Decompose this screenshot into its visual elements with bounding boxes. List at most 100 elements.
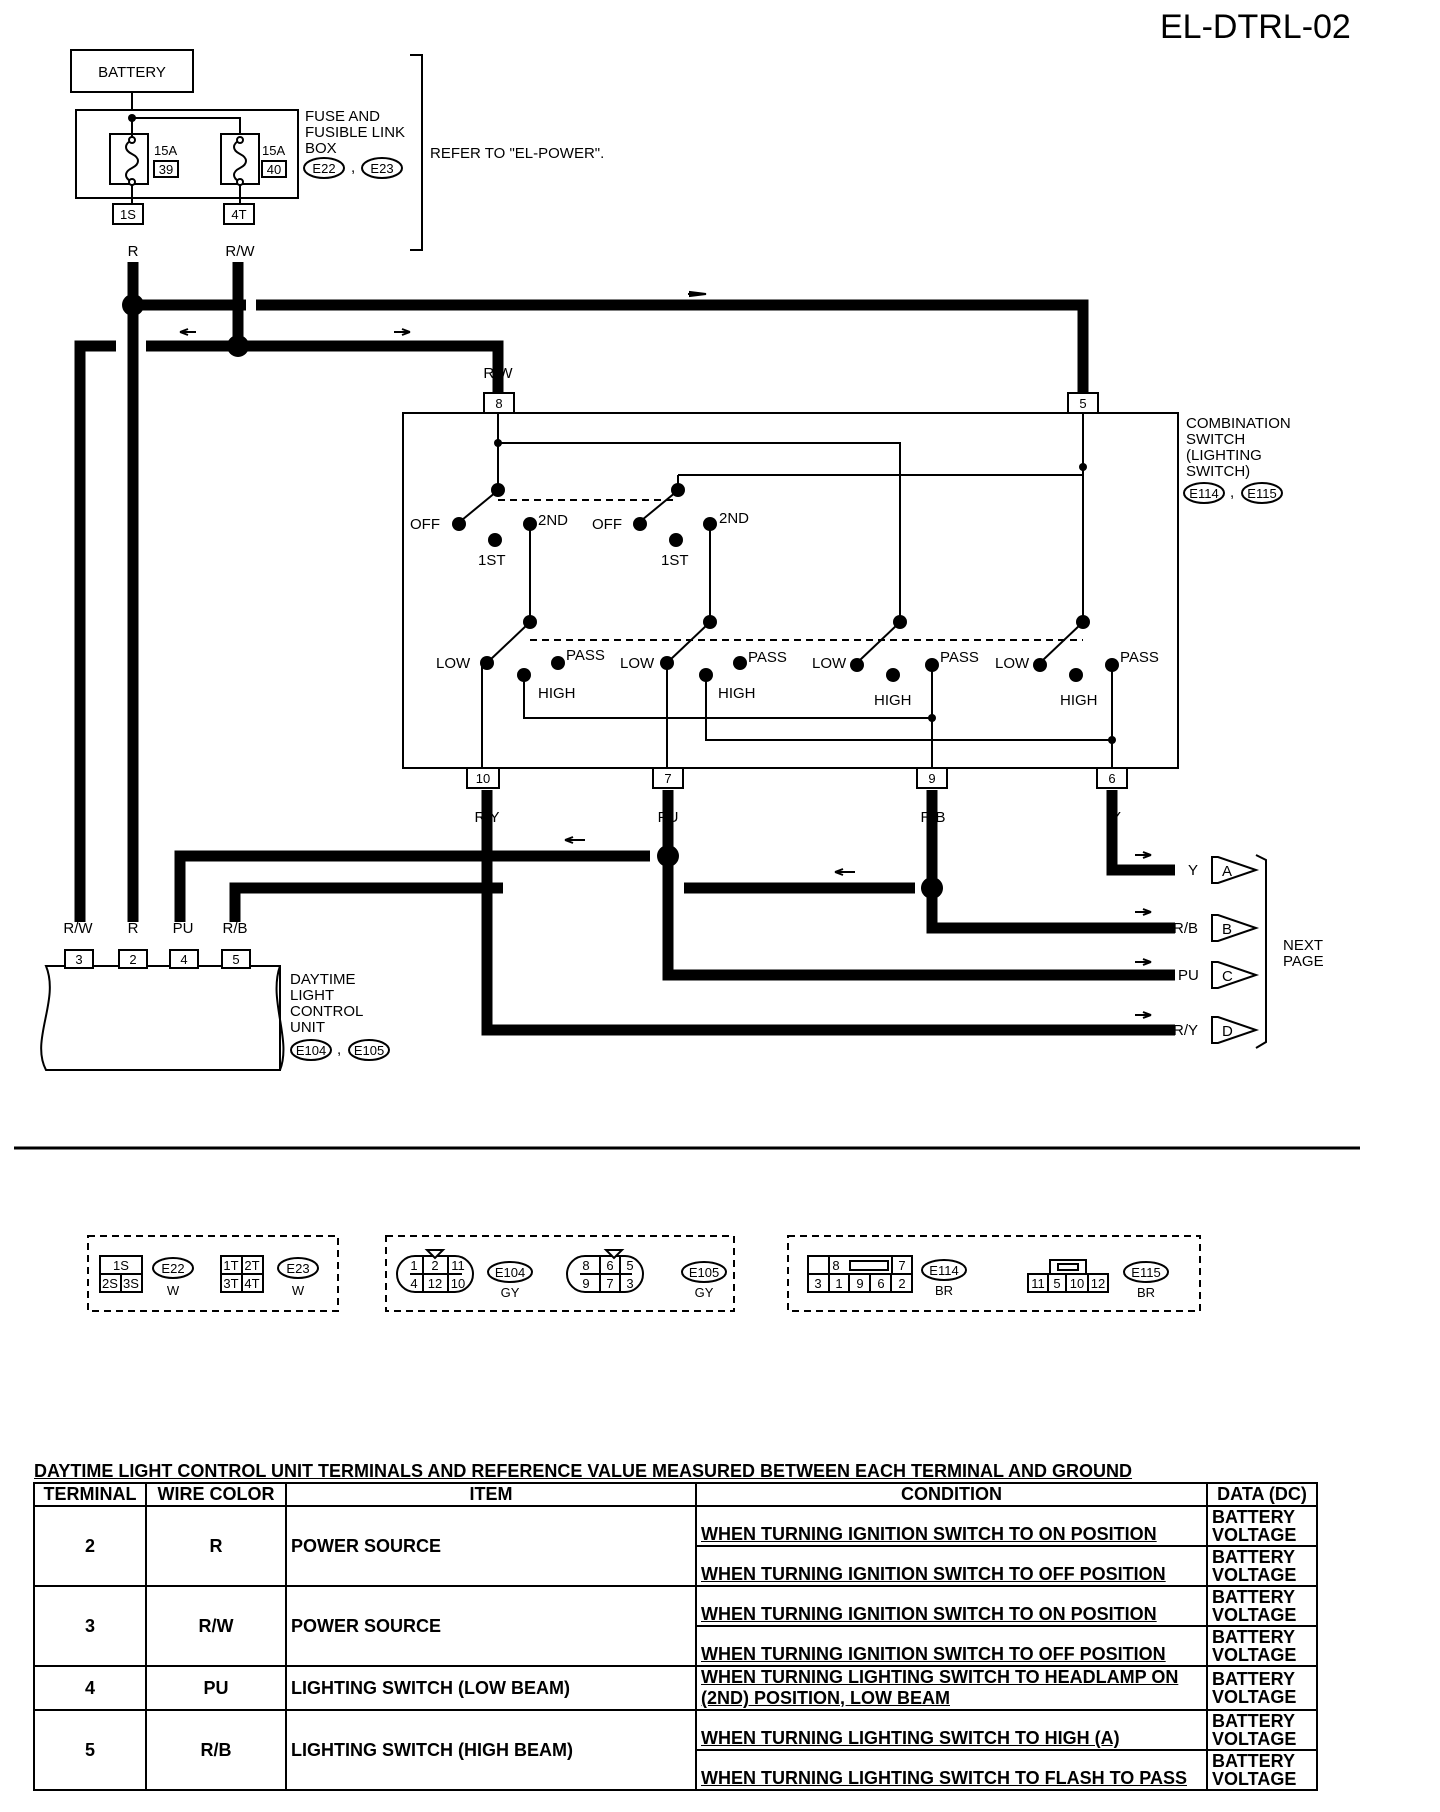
svg-text:3: 3 <box>814 1276 821 1291</box>
control-unit <box>40 949 285 1071</box>
svg-text:1: 1 <box>835 1276 842 1291</box>
out-id-c: C <box>1222 968 1233 985</box>
switch-title-4: SWITCH) <box>1186 463 1250 480</box>
fuse-box-title-2: FUSIBLE LINK <box>305 124 405 141</box>
svg-text:,: , <box>337 1041 341 1058</box>
fuse-terminal-1s: 1S <box>120 207 136 222</box>
view-e23-color: W <box>292 1283 305 1298</box>
view-e23-id: E23 <box>286 1261 309 1276</box>
fuse-40-number: 40 <box>267 162 281 177</box>
switch-pin-7: 7 <box>664 771 671 786</box>
svg-text:3: 3 <box>626 1276 633 1291</box>
next-page-outputs: Y A R/B B PU C R/Y D NEXT PAGE <box>1173 854 1324 1049</box>
switch-conn-e114: E114 <box>1189 486 1218 501</box>
header-condition: CONDITION <box>695 1482 1208 1507</box>
svg-text:2: 2 <box>898 1276 905 1291</box>
wiring-diagram: BATTERY 15A 39 15A 40 1S 4T FUSE AND FUS… <box>14 49 1360 1312</box>
combination-switch-box <box>402 412 1179 769</box>
svg-text:9: 9 <box>582 1276 589 1291</box>
svg-text:PASS: PASS <box>566 647 605 664</box>
fuse-box-title-3: BOX <box>305 140 337 157</box>
svg-text:9: 9 <box>856 1276 863 1291</box>
svg-text:3S: 3S <box>123 1276 139 1291</box>
next-page-label-2: PAGE <box>1283 953 1324 970</box>
fuse-conn-e23: E23 <box>370 161 393 176</box>
refer-note: REFER TO "EL-POWER". <box>430 145 604 162</box>
svg-text:2: 2 <box>431 1258 438 1273</box>
unit-pin-5: 5 <box>232 952 239 967</box>
unit-conn-e105: E105 <box>354 1043 384 1058</box>
switch-title-2: SWITCH <box>1186 431 1245 448</box>
table-header-row: TERMINAL WIRE COLOR ITEM CONDITION DATA … <box>33 1482 1318 1507</box>
switch-title-3: (LIGHTING <box>1186 447 1262 464</box>
svg-text:3T: 3T <box>223 1276 238 1291</box>
unit-wire-r: R <box>128 920 139 937</box>
table-row: WHEN TURNING IGNITION SWITCH TO OFF POSI… <box>34 1545 1318 1587</box>
svg-text:6: 6 <box>877 1276 884 1291</box>
unit-title-1: DAYTIME <box>290 971 356 988</box>
svg-text:1ST: 1ST <box>661 552 689 569</box>
fuse-39-number: 39 <box>159 162 173 177</box>
svg-text:5: 5 <box>626 1258 633 1273</box>
svg-text:1ST: 1ST <box>478 552 506 569</box>
view-e104-color: GY <box>501 1285 520 1300</box>
svg-text:2ND: 2ND <box>538 512 568 529</box>
unit-pin-3: 3 <box>75 952 82 967</box>
svg-text:10: 10 <box>451 1276 465 1291</box>
page-title: EL-DTRL-02 <box>1160 8 1351 46</box>
fuse-terminal-4t: 4T <box>231 207 246 222</box>
wire-label-rw-top: R/W <box>225 243 255 260</box>
svg-text:5: 5 <box>1053 1276 1060 1291</box>
svg-text:7: 7 <box>898 1258 905 1273</box>
view-e22-id: E22 <box>161 1261 184 1276</box>
svg-text:PASS: PASS <box>748 649 787 666</box>
fuse-39-rating: 15A <box>154 143 177 158</box>
fuse-conn-e22: E22 <box>312 161 335 176</box>
table-caption: DAYTIME LIGHT CONTROL UNIT TERMINALS AND… <box>34 1461 1133 1481</box>
switch-conn-e115: E115 <box>1247 486 1276 501</box>
svg-text:HIGH: HIGH <box>874 692 912 709</box>
terminal-reference-table: TERMINAL WIRE COLOR ITEM CONDITION DATA … <box>33 1482 1318 1791</box>
switch-pin-6: 6 <box>1108 771 1115 786</box>
svg-text:,: , <box>351 159 355 176</box>
table-row: 2 R POWER SOURCE WHEN TURNING IGNITION S… <box>33 1505 1318 1587</box>
view-e22-color: W <box>167 1283 180 1298</box>
svg-text:HIGH: HIGH <box>718 685 756 702</box>
table-row: 4 PU LIGHTING SWITCH (LOW BEAM) WHEN TUR… <box>33 1665 1318 1711</box>
svg-text:8: 8 <box>832 1258 839 1273</box>
svg-text:1: 1 <box>410 1258 417 1273</box>
battery-box <box>70 49 194 93</box>
view-e105-id: E105 <box>689 1265 719 1280</box>
switch-position-labels: OFF 2ND 1ST OFF 2ND 1ST LOW PASS HIGH LO… <box>410 510 1159 709</box>
unit-wire-pu: PU <box>173 920 194 937</box>
switch-in-wire-r: R <box>1078 365 1089 382</box>
svg-text:8: 8 <box>582 1258 589 1273</box>
wire-label-r-top: R <box>128 243 139 260</box>
unit-pin-2: 2 <box>129 952 136 967</box>
svg-text:PASS: PASS <box>1120 649 1159 666</box>
svg-text:12: 12 <box>1091 1276 1105 1291</box>
unit-title-2: LIGHT <box>290 987 334 1004</box>
svg-text:2T: 2T <box>244 1258 259 1273</box>
unit-pin-4: 4 <box>180 952 187 967</box>
table-row: WHEN TURNING LIGHTING SWITCH TO FLASH TO… <box>34 1749 1318 1791</box>
header-item: ITEM <box>285 1482 697 1507</box>
out-id-b: B <box>1222 921 1232 938</box>
table-row: WHEN TURNING IGNITION SWITCH TO OFF POSI… <box>34 1625 1318 1667</box>
svg-text:HIGH: HIGH <box>538 685 576 702</box>
out-id-a: A <box>1222 863 1232 880</box>
svg-text:11: 11 <box>1031 1276 1045 1291</box>
switch-pin-8: 8 <box>495 396 502 411</box>
svg-text:LOW: LOW <box>812 655 847 672</box>
fuse-box: 15A 39 15A 40 1S 4T <box>75 109 299 225</box>
svg-text:HIGH: HIGH <box>1060 692 1098 709</box>
switch-title-1: COMBINATION <box>1186 415 1291 432</box>
next-page-label-1: NEXT <box>1283 937 1323 954</box>
out-wire-y: Y <box>1188 862 1198 879</box>
header-data: DATA (DC) <box>1206 1482 1318 1507</box>
svg-text:4: 4 <box>410 1276 417 1291</box>
unit-wire-rb: R/B <box>222 920 247 937</box>
switch-pin-5: 5 <box>1079 396 1086 411</box>
svg-text:LOW: LOW <box>995 655 1030 672</box>
switch-pin-9: 9 <box>928 771 935 786</box>
